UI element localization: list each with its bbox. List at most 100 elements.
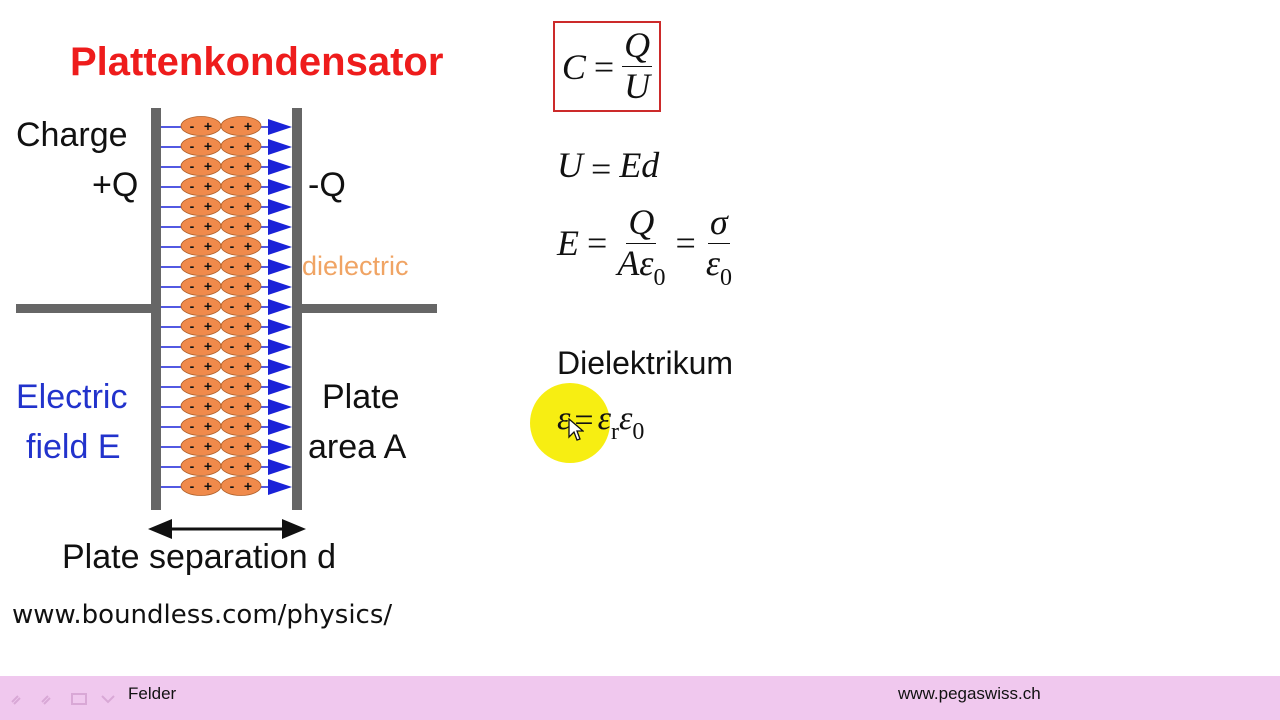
- svg-text:-: -: [190, 238, 195, 254]
- right-wire: [297, 304, 437, 313]
- svg-text:-: -: [190, 338, 195, 354]
- subscript: 0: [632, 419, 645, 445]
- plate-separation-label: Plate separation d: [62, 538, 337, 576]
- dipole: -+: [180, 316, 222, 336]
- capacitor-diagram: -+-+-+-+-+-+-+-+-+-+-+-+-+-+-+-+-+-+-+-+…: [16, 108, 437, 539]
- negative-plate: [292, 108, 302, 510]
- svg-text:-: -: [230, 178, 235, 194]
- svg-text:-: -: [230, 158, 235, 174]
- svg-text:+: +: [244, 118, 252, 134]
- dipole: -+: [220, 296, 262, 316]
- dipoles: -+-+-+-+-+-+-+-+-+-+-+-+-+-+-+-+-+-+-+-+…: [180, 116, 262, 496]
- field-formula: E = Q Aε0 = σ ε0: [557, 202, 734, 291]
- capacitance-formula-box: C = Q U: [553, 21, 661, 112]
- footer-topic: Felder: [128, 684, 177, 703]
- svg-text:-: -: [190, 158, 195, 174]
- slide-controls-icon[interactable]: [8, 690, 118, 708]
- svg-text:-: -: [230, 298, 235, 314]
- dipole: -+: [180, 356, 222, 376]
- plate-area-label-line1: Plate: [322, 378, 400, 416]
- field-arrowhead: [268, 359, 292, 375]
- svg-text:-: -: [230, 398, 235, 414]
- svg-text:+: +: [244, 138, 252, 154]
- dipole: -+: [220, 396, 262, 416]
- svg-text:-: -: [190, 478, 195, 494]
- dipole: -+: [220, 316, 262, 336]
- dielectric-heading: Dielektrikum: [557, 345, 734, 381]
- subscript: 0: [720, 264, 732, 291]
- field-arrowhead: [268, 319, 292, 335]
- field-arrowhead: [268, 219, 292, 235]
- dipole: -+: [220, 236, 262, 256]
- svg-text:+: +: [244, 238, 252, 254]
- dipole: -+: [180, 276, 222, 296]
- dipole: -+: [220, 276, 262, 296]
- svg-text:+: +: [204, 458, 212, 474]
- field-arrowhead: [268, 199, 292, 215]
- svg-text:-: -: [190, 418, 195, 434]
- dielectric-label: dielectric: [302, 251, 409, 281]
- denominator-base: Aε: [617, 242, 654, 283]
- equals-sign: =: [587, 223, 608, 264]
- equals-sign: =: [591, 148, 612, 189]
- dipole: -+: [220, 356, 262, 376]
- electric-field-label-line1: Electric: [16, 378, 128, 416]
- field-arrowhead: [268, 159, 292, 175]
- dipole: -+: [180, 336, 222, 356]
- dipole: -+: [220, 456, 262, 476]
- field-arrowhead: [268, 279, 292, 295]
- svg-text:-: -: [230, 138, 235, 154]
- svg-text:-: -: [190, 298, 195, 314]
- positive-charge-label: +Q: [92, 166, 139, 204]
- dipole: -+: [180, 176, 222, 196]
- dipole: -+: [220, 216, 262, 236]
- svg-text:-: -: [190, 218, 195, 234]
- svg-text:+: +: [244, 398, 252, 414]
- dipole: -+: [180, 376, 222, 396]
- svg-text:+: +: [244, 158, 252, 174]
- svg-text:+: +: [204, 258, 212, 274]
- svg-text:+: +: [244, 198, 252, 214]
- field-fraction-2: σ ε0: [704, 202, 734, 291]
- field-arrowhead: [268, 419, 292, 435]
- svg-text:-: -: [190, 258, 195, 274]
- equals-sign: =: [675, 223, 696, 264]
- dipole: -+: [180, 476, 222, 496]
- positive-plate: [151, 108, 161, 510]
- svg-text:-: -: [230, 338, 235, 354]
- svg-text:+: +: [204, 218, 212, 234]
- dipole: -+: [220, 136, 262, 156]
- dipole: -+: [180, 236, 222, 256]
- dipole: -+: [220, 196, 262, 216]
- footer-website: www.pegaswiss.ch: [898, 684, 1041, 703]
- plate-area-label-line2: area A: [308, 428, 407, 466]
- svg-text:-: -: [190, 358, 195, 374]
- dipole: -+: [220, 376, 262, 396]
- field-arrowhead: [268, 139, 292, 155]
- field-arrowhead: [268, 179, 292, 195]
- vacuum-permittivity: ε: [619, 400, 633, 437]
- svg-text:+: +: [244, 418, 252, 434]
- svg-text:+: +: [204, 438, 212, 454]
- dipole: -+: [220, 476, 262, 496]
- electric-field-label-line2: field E: [26, 428, 121, 466]
- svg-text:+: +: [204, 118, 212, 134]
- permittivity-symbol: ε: [557, 400, 571, 437]
- svg-text:+: +: [204, 398, 212, 414]
- field-arrowhead: [268, 479, 292, 495]
- svg-text:-: -: [190, 438, 195, 454]
- fraction-denominator: Aε0: [615, 242, 667, 291]
- fraction-denominator: ε0: [704, 243, 734, 291]
- dipole: -+: [180, 256, 222, 276]
- mouse-pointer-icon: [568, 418, 584, 441]
- field-symbol: E: [557, 223, 579, 264]
- dipole: -+: [180, 396, 222, 416]
- svg-text:+: +: [204, 378, 212, 394]
- svg-text:-: -: [230, 258, 235, 274]
- svg-text:-: -: [230, 198, 235, 214]
- equals-sign: =: [593, 46, 615, 87]
- svg-text:+: +: [204, 358, 212, 374]
- svg-text:+: +: [204, 298, 212, 314]
- svg-text:+: +: [204, 478, 212, 494]
- dipole: -+: [220, 256, 262, 276]
